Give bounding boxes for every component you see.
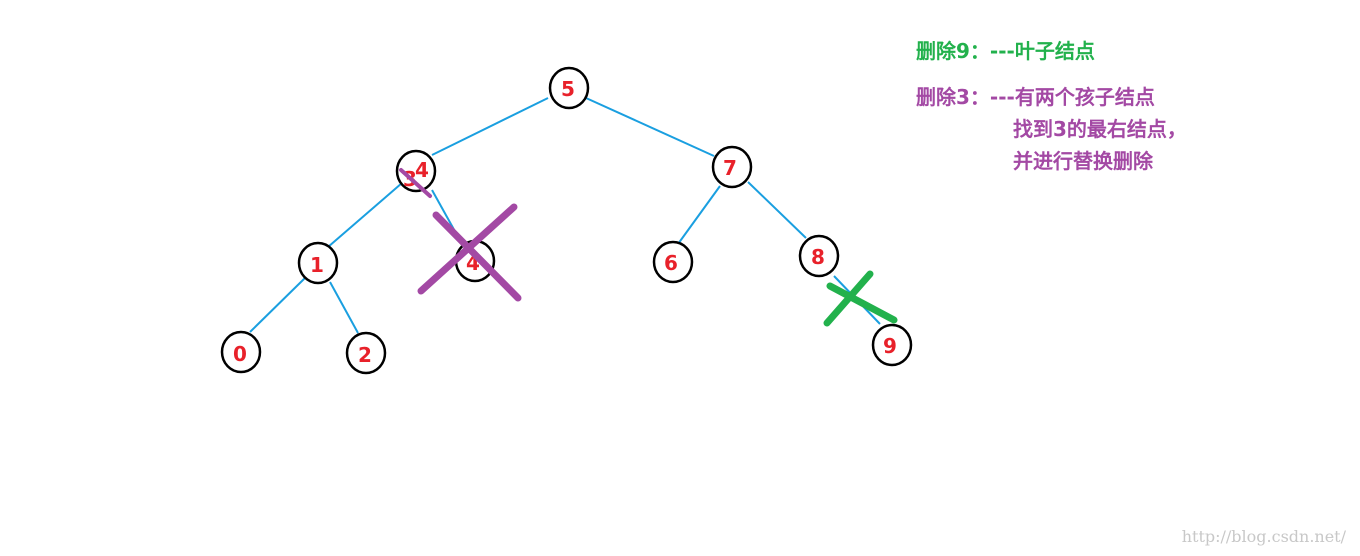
- node-5-label: 5: [561, 77, 575, 101]
- node-1-circle: [297, 241, 339, 285]
- strike-3-mark: [399, 168, 432, 198]
- node-2-circle: [345, 331, 387, 375]
- edge-7-8: [747, 181, 807, 239]
- tree-nodes: [220, 66, 913, 375]
- delete-two-children-note-line2: 找到3的最右结点，: [1013, 117, 1187, 141]
- purple-cross-mark: [417, 203, 522, 302]
- node-0-circle: [220, 330, 262, 374]
- node-5-circle: [548, 66, 590, 110]
- node-6-label: 6: [664, 251, 678, 275]
- edge-5-7: [585, 97, 715, 157]
- node-4-top-circle: [395, 149, 437, 193]
- node-1-label: 1: [310, 253, 324, 277]
- node-7-circle: [711, 145, 753, 189]
- edge-1-2: [329, 281, 359, 334]
- node-8-circle: [798, 234, 840, 278]
- edge-1-0: [249, 277, 306, 333]
- tree-edges: [249, 97, 881, 334]
- delete-two-children-note-line1: 删除3：---有两个孩子结点: [916, 85, 1155, 109]
- node-6-circle: [652, 240, 694, 284]
- delete-two-children-note-line3: 并进行替换删除: [1013, 149, 1153, 173]
- node-4-top-label: 4: [415, 158, 429, 182]
- edge-4-1: [327, 182, 403, 248]
- node-0-label: 0: [233, 342, 247, 366]
- delete-leaf-note: 删除9：---叶子结点: [916, 39, 1095, 63]
- node-7-label: 7: [723, 156, 737, 180]
- node-9-label: 9: [883, 334, 897, 358]
- node-9-circle: [871, 323, 913, 367]
- green-cross-mark: [823, 270, 898, 327]
- edge-5-4: [431, 97, 549, 156]
- tree-node-labels: 5 4 3 7 1 4 6 8 0 2 9: [233, 77, 897, 367]
- edge-7-6: [677, 185, 721, 245]
- watermark-text: http://blog.csdn.net/: [1181, 527, 1346, 546]
- node-8-label: 8: [811, 245, 825, 269]
- node-2-label: 2: [358, 343, 372, 367]
